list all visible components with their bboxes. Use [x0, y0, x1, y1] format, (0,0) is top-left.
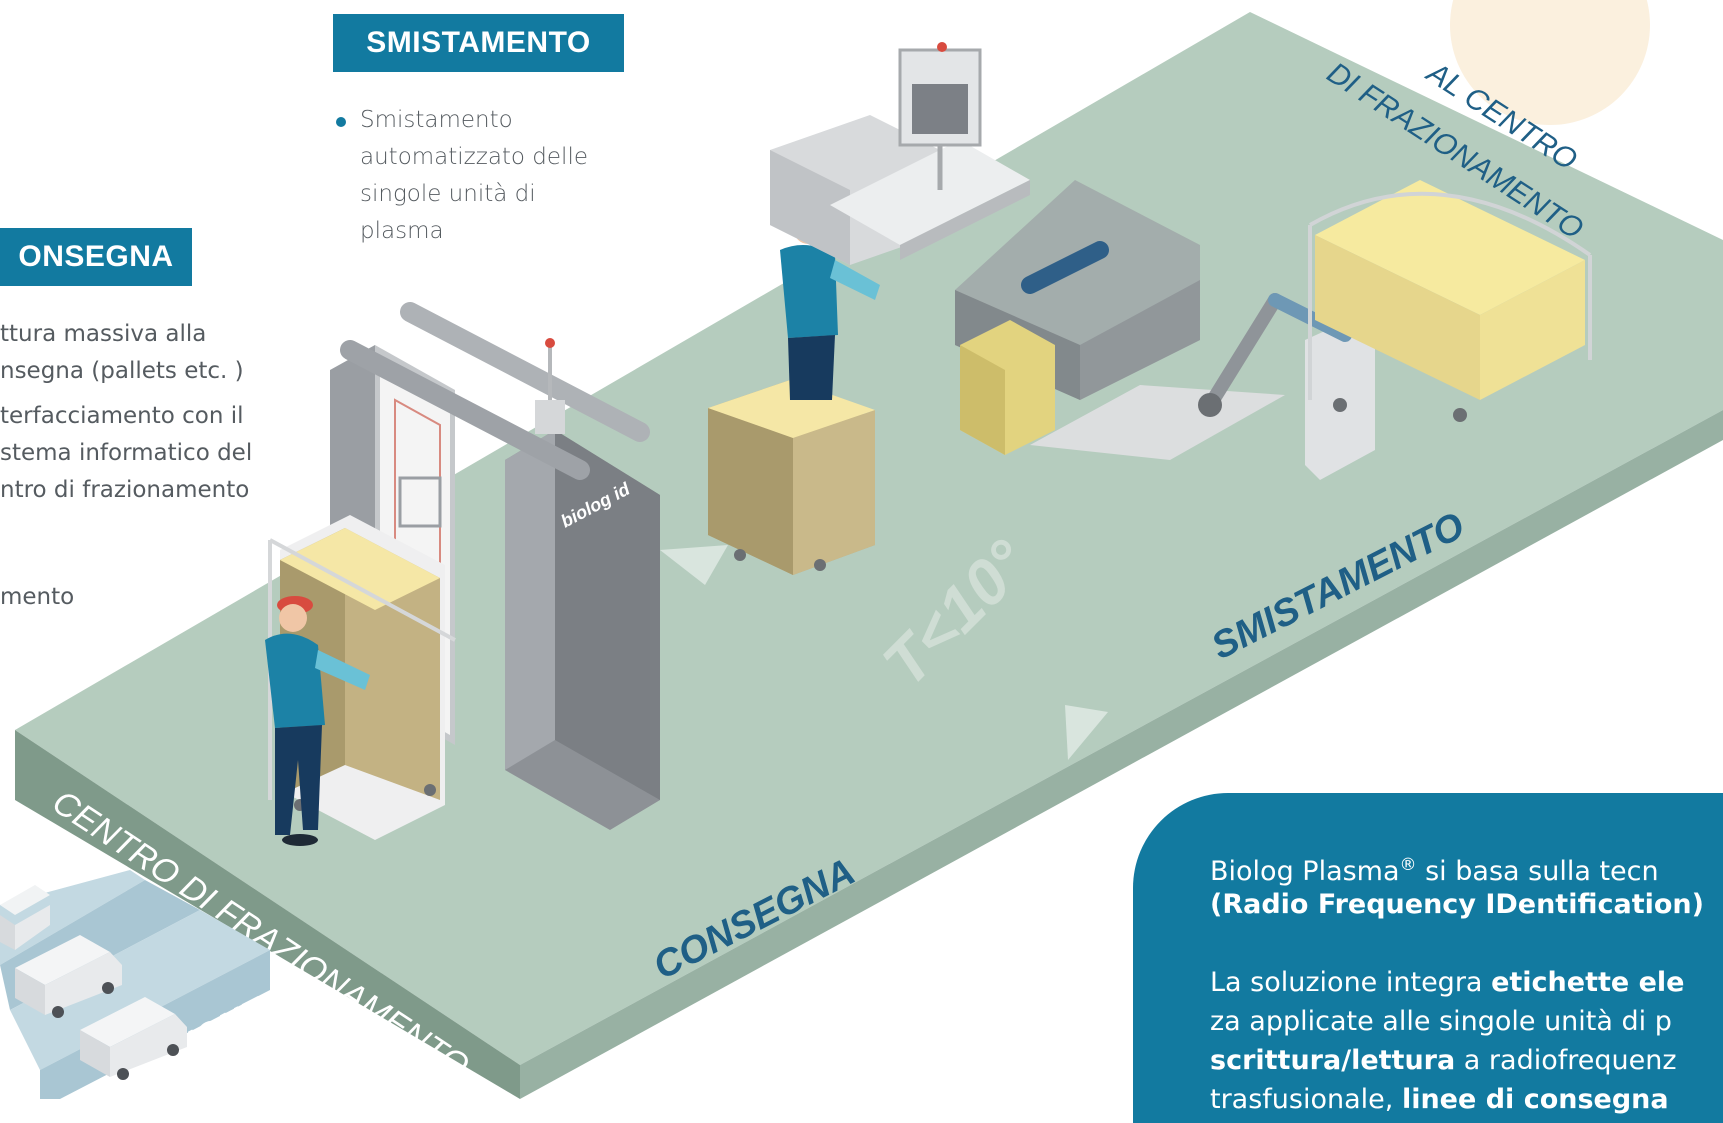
box-pallet [708, 380, 875, 575]
info-line-1: Biolog Plasma® si basa sulla tecn [1210, 846, 1659, 891]
smistamento-bullet-item: Smistamento automatizzato delle singole … [333, 102, 653, 250]
info-text: si basa sulla tecn [1416, 856, 1659, 887]
info-line-6: trasfusionale, linee di consegna [1210, 1080, 1669, 1119]
sorting-machine [770, 42, 1375, 480]
info-bold-text: etichette ele [1491, 967, 1685, 998]
smistamento-line: Smistamento [360, 107, 513, 133]
consegna-line: mento [0, 584, 75, 610]
info-text: trasfusionale, [1210, 1084, 1402, 1115]
info-text: La soluzione integra [1210, 967, 1492, 998]
smistamento-line: automatizzato delle [360, 144, 588, 170]
smistamento-line: singole unità di [360, 181, 536, 207]
consegna-line: stema informatico del [0, 440, 253, 466]
worker-figure [265, 596, 370, 846]
van-icon [0, 885, 50, 950]
smistamento-bullets: Smistamento automatizzato delle singole … [333, 102, 653, 250]
floor-front [15, 730, 520, 1099]
van-icon [80, 997, 187, 1080]
info-bold-text: linee di consegna [1401, 1084, 1669, 1115]
plasma-cart-right [1308, 180, 1592, 422]
registered-mark: ® [1399, 855, 1417, 875]
smistamento-line: plasma [360, 218, 444, 244]
consegna-title: ONSEGNA [18, 240, 174, 273]
van-icon [15, 935, 122, 1018]
info-line-3: La soluzione integra etichette ele [1210, 963, 1684, 1002]
info-bold-text: scrittura/lettura [1210, 1045, 1456, 1076]
plant-illustration: CENTRO DI FRAZIONAMENTO CONSEGNA SMISTAM… [0, 0, 1723, 1099]
consegna-header: ONSEGNA [0, 228, 192, 286]
info-panel: Biolog Plasma® si basa sulla tecn (Radio… [1133, 793, 1723, 1123]
consegna-line: nsegna (pallets etc. ) [0, 358, 244, 384]
consegna-line: terfacciamento con il [0, 403, 244, 429]
direction-arrow [660, 545, 728, 585]
info-text: a radiofrequenz [1455, 1045, 1677, 1076]
smistamento-header: SMISTAMENTO [333, 14, 624, 72]
info-line-5: scrittura/lettura a radiofrequenz [1210, 1041, 1677, 1080]
smistamento-title: SMISTAMENTO [366, 26, 591, 59]
decorative-circle [1450, 0, 1650, 125]
consegna-line: ttura massiva alla [0, 321, 207, 347]
info-text: za applicate alle singole unità di p [1210, 1006, 1672, 1037]
consegna-lines: ttura massiva alla nsegna (pallets etc. … [0, 316, 290, 616]
consegna-line: ntro di frazionamento [0, 477, 250, 503]
info-bold-text: (Radio Frequency IDentification) [1210, 889, 1704, 920]
info-line-4: za applicate alle singole unità di p [1210, 1002, 1672, 1041]
direction-arrow [1065, 705, 1108, 760]
info-text: Biolog Plasma [1210, 856, 1400, 887]
info-line-2: (Radio Frequency IDentification) [1210, 885, 1704, 924]
floor-side [520, 410, 1723, 1099]
